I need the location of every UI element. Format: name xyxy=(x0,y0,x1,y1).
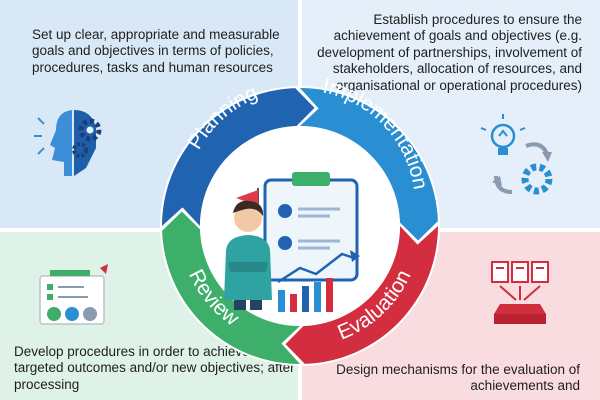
person-clipboard-chart-icon xyxy=(224,172,360,312)
review-segment xyxy=(162,211,300,364)
evaluation-segment xyxy=(285,226,438,364)
head-gears-icon xyxy=(34,110,102,176)
implementation-description: Establish procedures to ensure the achie… xyxy=(317,12,582,93)
review-description: Develop procedures in order to achieve t… xyxy=(14,344,295,392)
checklist-feedback-icon xyxy=(39,264,108,325)
planning-description: Set up clear, appropriate and measurable… xyxy=(32,27,280,75)
evaluation-description: Design mechanisms for the evaluation of … xyxy=(336,362,580,394)
implementation-segment xyxy=(300,88,438,241)
lightbulb-cycle-icon xyxy=(480,114,553,195)
documents-inbox-icon xyxy=(491,261,549,324)
planning-segment xyxy=(162,88,315,226)
